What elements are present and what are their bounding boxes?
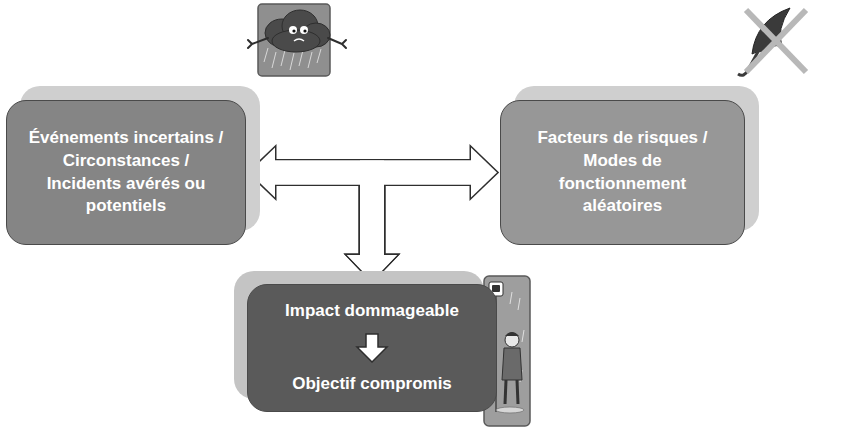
arrow-head-fill [347, 255, 397, 281]
connector-fill-layer [249, 148, 497, 282]
arrow-head-outline [471, 148, 497, 198]
hollow-arrow [347, 173, 471, 282]
process-box: Événements incertains / Circonstances / … [6, 100, 246, 245]
inner-down-arrow [355, 333, 389, 363]
arrow-shaft-outline [372, 173, 471, 256]
box-text: Objectif compromis [292, 373, 452, 396]
box-text: Facteurs de risques / Modes de fonctionn… [535, 127, 710, 219]
storm-cloud-picture [248, 4, 346, 76]
arrow-head-fill [249, 148, 275, 198]
box-text: Événements incertains / Circonstances / … [24, 127, 229, 219]
arrow-shaft-fill [275, 173, 372, 256]
arrow-head-outline [347, 255, 397, 281]
arrow-head-fill [471, 148, 497, 198]
arrow-head-outline [249, 148, 275, 198]
arrow-head-outline [347, 255, 397, 281]
hollow-arrow-fill [347, 173, 471, 282]
arrow-shaft-fill [372, 173, 471, 256]
arrow-shaft-outline [275, 173, 372, 256]
crossed-umbrella-icon [738, 8, 806, 75]
arrow-head-fill [347, 255, 397, 281]
connector-outline-layer [249, 148, 497, 282]
box-text: Impact dommageable [285, 300, 459, 323]
process-box: Facteurs de risques / Modes de fonctionn… [500, 100, 745, 245]
process-box: Impact dommageable Objectif compromis [247, 284, 497, 412]
